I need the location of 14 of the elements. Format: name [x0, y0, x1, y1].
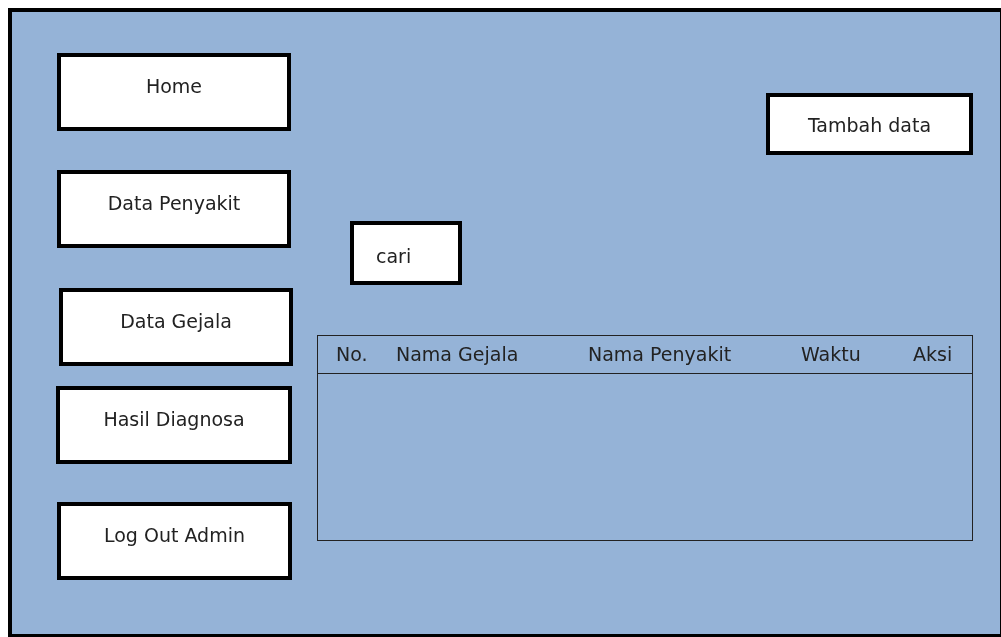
column-header: Nama Penyakit: [588, 343, 732, 365]
app-panel: [8, 8, 1001, 637]
menu-button: Data Gejala: [59, 288, 293, 366]
column-header: No.: [336, 343, 368, 365]
menu-button: Home: [57, 53, 291, 131]
search-button: cari: [350, 221, 462, 285]
column-header: Nama Gejala: [396, 343, 519, 365]
menu-button: Hasil Diagnosa: [56, 386, 292, 464]
menu-button: Log Out Admin: [57, 502, 292, 580]
data-table: [317, 335, 973, 541]
add-button: Tambah data: [766, 93, 973, 155]
menu-button: Data Penyakit: [57, 170, 291, 248]
column-header: Waktu: [801, 343, 861, 365]
column-header: Aksi: [913, 343, 953, 365]
